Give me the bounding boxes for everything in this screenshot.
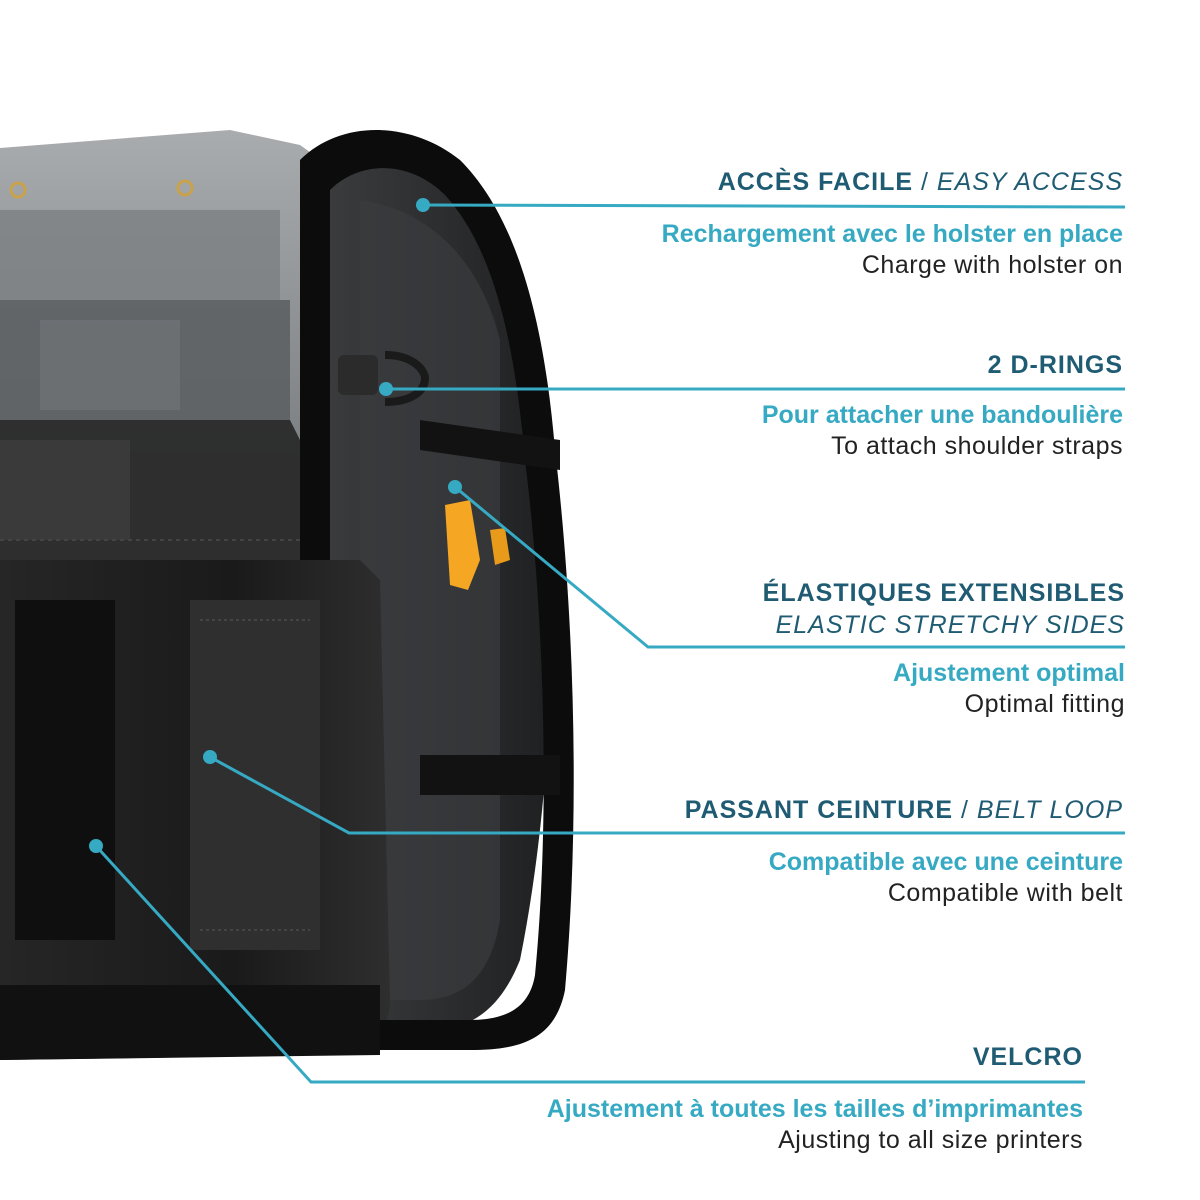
d-ring (338, 351, 430, 406)
callout-belt-loop-desc-fr: Compatible avec une ceinture (768, 848, 1123, 876)
elastic-band-upper (420, 420, 560, 470)
yellow-clip (445, 500, 480, 590)
callout-elastic-title-en: ELASTIC STRETCHY SIDES (775, 611, 1125, 639)
callout-belt-loop-title: PASSANT CEINTURE / BELT LOOP (684, 796, 1123, 824)
callout-velcro-desc-en: Ajusting to all size printers (778, 1126, 1083, 1154)
velcro-strap (15, 600, 115, 940)
callout-d-rings-desc-en: To attach shoulder straps (831, 432, 1123, 460)
callout-easy-access-desc-en: Charge with holster on (861, 251, 1123, 279)
callout-velcro: VELCRO Ajustement à toutes les tailles d… (383, 1042, 1083, 1156)
callout-elastic: ÉLASTIQUES EXTENSIBLES ELASTIC STRETCHY … (525, 578, 1125, 720)
callout-easy-access-desc-fr: Rechargement avec le holster en place (661, 220, 1123, 248)
callout-d-rings-title: 2 D-RINGS (987, 351, 1123, 379)
elastic-band-lower (420, 755, 560, 795)
callout-d-rings-desc-fr: Pour attacher une bandoulière (761, 401, 1123, 429)
callout-easy-access-title: ACCÈS FACILE / EASY ACCESS (717, 168, 1123, 196)
callout-belt-loop-desc-en: Compatible with belt (887, 879, 1123, 907)
holster-body (0, 420, 390, 1060)
callout-dots (89, 198, 462, 853)
callout-velcro-title: VELCRO (972, 1043, 1083, 1071)
callout-belt-loop: PASSANT CEINTURE / BELT LOOP Compatible … (473, 795, 1123, 909)
callout-elastic-desc-fr: Ajustement optimal (893, 659, 1125, 687)
outer-strap (300, 130, 574, 1050)
callout-connectors (94, 203, 1126, 1084)
callout-elastic-title-fr: ÉLASTIQUES EXTENSIBLES (762, 579, 1125, 607)
callout-velcro-desc-fr: Ajustement à toutes les tailles d’imprim… (546, 1095, 1083, 1123)
callout-easy-access: ACCÈS FACILE / EASY ACCESS Rechargement … (523, 167, 1123, 281)
callout-elastic-desc-en: Optimal fitting (964, 690, 1125, 718)
callout-d-rings: 2 D-RINGS Pour attacher une bandoulière … (523, 350, 1123, 462)
belt-loop-strap (190, 600, 320, 950)
